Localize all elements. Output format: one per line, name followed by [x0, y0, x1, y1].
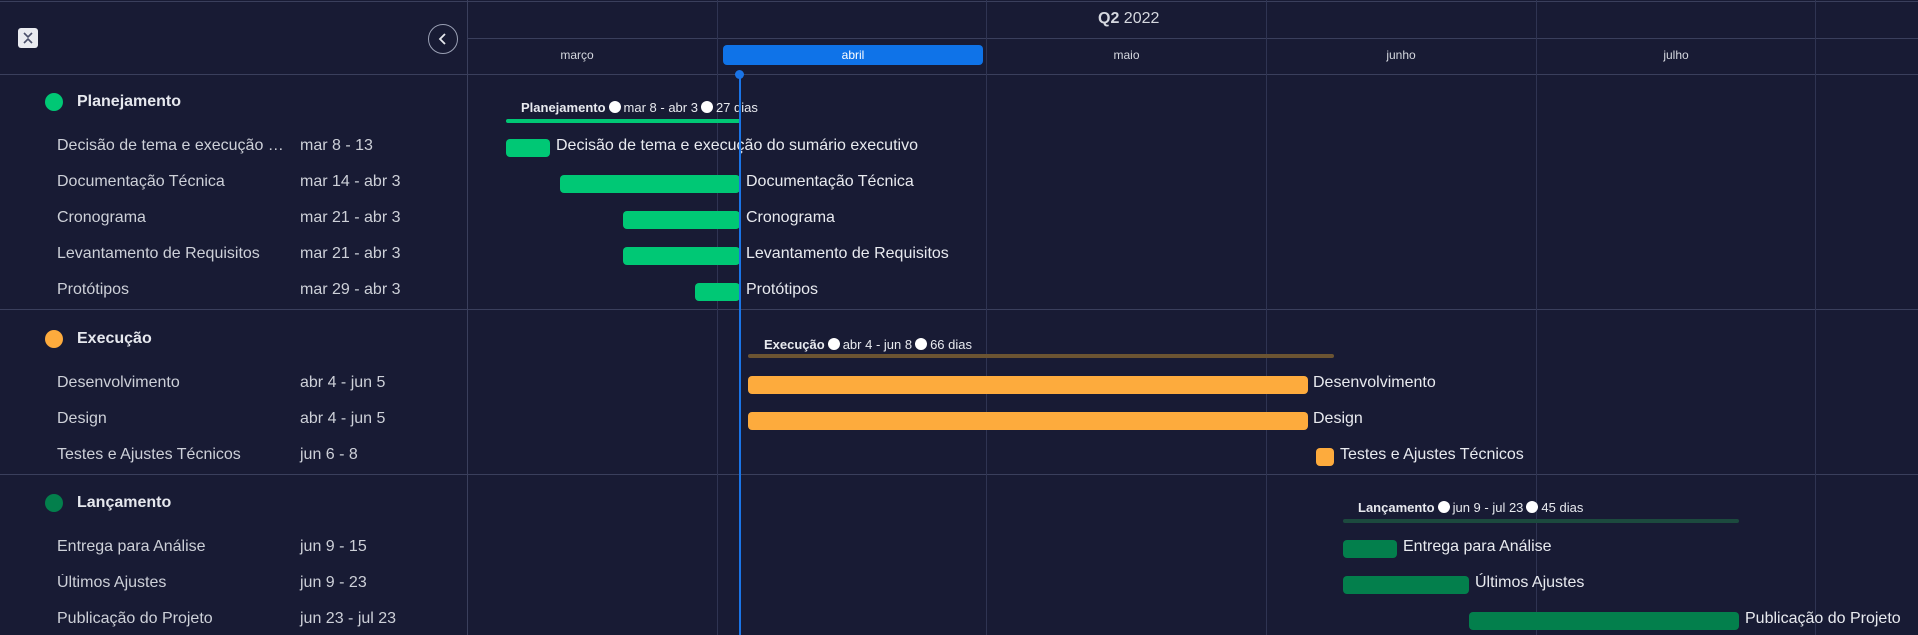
group-summary-label: Lançamento jun 9 - jul 23 45 dias	[1358, 500, 1583, 515]
task-name[interactable]: Protótipos	[57, 281, 130, 298]
month-label-marco: março	[560, 48, 594, 62]
separator-dot	[1526, 501, 1539, 513]
summary-duration: 45 dias	[1541, 500, 1584, 515]
month-gridline	[1266, 0, 1267, 635]
task-dates[interactable]: abr 4 - jun 5	[300, 374, 386, 391]
collapse-all-button[interactable]	[18, 28, 38, 48]
month-gridline	[1815, 0, 1816, 635]
separator-dot	[915, 338, 928, 350]
task-dates[interactable]: mar 21 - abr 3	[300, 209, 401, 226]
group-divider	[0, 309, 1918, 310]
task-name[interactable]: Desenvolvimento	[57, 374, 180, 391]
task-bar[interactable]	[1343, 540, 1397, 558]
summary-duration: 66 dias	[930, 337, 972, 352]
quarter-prefix: Q2	[1098, 10, 1120, 27]
task-bar-label: Publicação do Projeto	[1745, 610, 1901, 627]
separator-dot	[700, 101, 713, 113]
separator-dot	[1437, 501, 1450, 513]
task-dates[interactable]: abr 4 - jun 5	[300, 410, 386, 427]
task-bar-label: Documentação Técnica	[746, 173, 914, 190]
task-bar-label: Protótipos	[746, 281, 819, 298]
summary-range: abr 4 - jun 8	[842, 337, 913, 352]
task-name[interactable]: Publicação do Projeto	[57, 610, 213, 627]
month-gridline	[986, 0, 987, 635]
today-marker-knob	[735, 70, 744, 79]
header-top-divider	[0, 1, 1918, 2]
group-summary-label: Planejamento mar 8 - abr 3 27 dias	[521, 100, 758, 115]
task-dates[interactable]: mar 29 - abr 3	[300, 281, 401, 298]
task-dates[interactable]: jun 23 - jul 23	[300, 610, 397, 627]
task-bar[interactable]	[1316, 448, 1334, 466]
task-bar[interactable]	[560, 175, 740, 193]
quarter-year: 2022	[1123, 10, 1160, 27]
task-name[interactable]: Documentação Técnica	[57, 173, 225, 190]
chevron-left-icon	[438, 33, 446, 45]
month-gridline	[717, 0, 718, 635]
month-label-julho: julho	[1663, 48, 1689, 62]
task-bar[interactable]	[748, 376, 1308, 394]
task-bar-label: Decisão de tema e execução do sumário ex…	[556, 137, 918, 154]
collapse-panel-button[interactable]	[428, 24, 458, 54]
task-dates[interactable]: mar 14 - abr 3	[300, 173, 401, 190]
task-bar-label: Entrega para Análise	[1403, 538, 1552, 555]
task-dates[interactable]: mar 8 - 13	[300, 137, 373, 154]
task-bar[interactable]	[623, 211, 740, 229]
collapse-icon	[23, 32, 33, 44]
header-bottom-divider	[0, 74, 1918, 75]
task-dates[interactable]: jun 6 - 8	[300, 446, 358, 463]
task-name[interactable]: Entrega para Análise	[57, 538, 206, 555]
task-bar-label: Últimos Ajustes	[1475, 574, 1585, 591]
group-title-planejamento[interactable]: Planejamento	[77, 93, 182, 110]
separator-dot	[608, 101, 621, 113]
group-color-dot	[45, 93, 63, 111]
task-bar[interactable]	[506, 139, 550, 157]
task-dates[interactable]: jun 9 - 15	[300, 538, 367, 555]
task-name[interactable]: Decisão de tema e execução do sumário ex…	[57, 137, 289, 154]
task-bar[interactable]	[623, 247, 740, 265]
group-summary-bar[interactable]	[1343, 519, 1739, 523]
group-title-execucao[interactable]: Execução	[77, 330, 152, 347]
group-summary-bar[interactable]	[748, 354, 1334, 358]
task-list-panel: Planejamento Decisão de tema e execução …	[0, 0, 468, 635]
group-divider	[0, 474, 1918, 475]
summary-title: Lançamento	[1358, 500, 1435, 515]
quarter-label: Q2 2022	[1098, 10, 1159, 28]
task-bar-label: Testes e Ajustes Técnicos	[1340, 446, 1524, 463]
task-name[interactable]: Cronograma	[57, 209, 146, 226]
group-color-dot	[45, 494, 63, 512]
task-bar-label: Levantamento de Requisitos	[746, 245, 949, 262]
header-divider	[468, 38, 1918, 39]
separator-dot	[827, 338, 840, 350]
task-name[interactable]: Testes e Ajustes Técnicos	[57, 446, 241, 463]
task-name[interactable]: Design	[57, 410, 107, 427]
summary-range: mar 8 - abr 3	[623, 100, 698, 115]
task-dates[interactable]: mar 21 - abr 3	[300, 245, 401, 262]
month-gridline	[1536, 0, 1537, 635]
task-bar[interactable]	[1469, 612, 1739, 630]
group-summary-label: Execução abr 4 - jun 8 66 dias	[764, 337, 972, 352]
task-bar-label: Cronograma	[746, 209, 835, 226]
month-label-abril-current[interactable]: abril	[723, 45, 983, 65]
month-label-maio: maio	[1113, 48, 1140, 62]
task-bar-label: Design	[1313, 410, 1363, 427]
summary-title: Planejamento	[521, 100, 606, 115]
summary-duration: 27 dias	[715, 100, 758, 115]
task-name[interactable]: Últimos Ajustes	[57, 574, 167, 591]
task-bar[interactable]	[1343, 576, 1469, 594]
summary-title: Execução	[764, 337, 825, 352]
summary-range: jun 9 - jul 23	[1452, 500, 1524, 515]
task-name[interactable]: Levantamento de Requisitos	[57, 245, 260, 262]
group-summary-bar[interactable]	[506, 119, 741, 123]
group-title-lancamento[interactable]: Lançamento	[77, 494, 172, 511]
task-bar[interactable]	[748, 412, 1308, 430]
month-label-junho: junho	[1386, 48, 1416, 62]
task-bar[interactable]	[695, 283, 740, 301]
today-marker-line	[739, 72, 741, 635]
task-dates[interactable]: jun 9 - 23	[300, 574, 367, 591]
task-bar-label: Desenvolvimento	[1313, 374, 1436, 391]
group-color-dot	[45, 330, 63, 348]
